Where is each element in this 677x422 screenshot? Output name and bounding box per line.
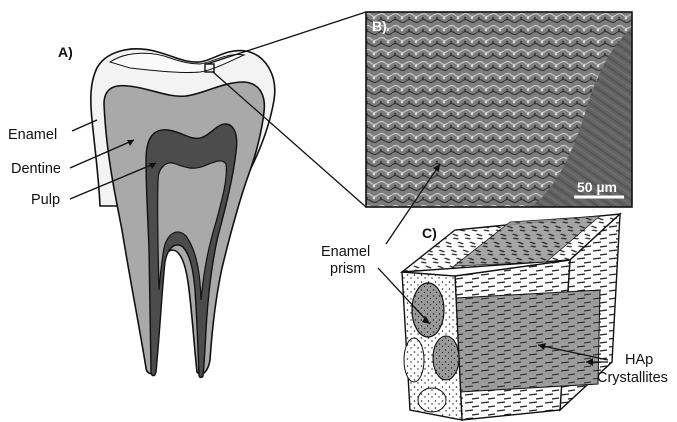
panel-a-label: A) [58,44,73,60]
hap-label-line1: HAp [625,352,653,368]
panel-b-label: B) [372,18,387,34]
tooth-illustration [91,49,275,377]
hap-label-line2: Crystallites [597,370,668,386]
enamel-prism-label-line1: Enamel [321,244,370,260]
dentine-label: Dentine [11,161,61,177]
enamel-label: Enamel [8,127,57,143]
sem-micrograph [366,12,632,207]
pulp-label: Pulp [31,192,60,208]
enamel-prism-label-line2: prism [330,261,365,277]
zoom-line-top [207,12,366,64]
panel-c-label: C) [422,225,437,241]
enamel-block-illustration [402,214,620,420]
scale-bar-label: 50 µm [577,179,617,195]
